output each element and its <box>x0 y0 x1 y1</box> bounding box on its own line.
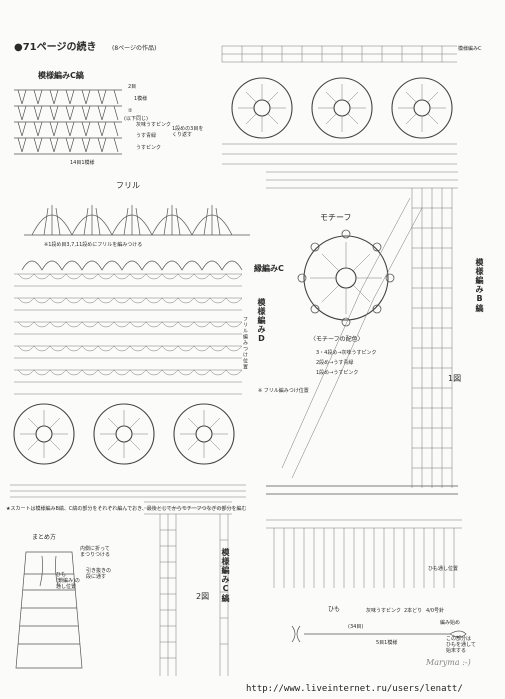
cord-length: (34目) <box>348 624 364 630</box>
cord-strands: 2本どり <box>404 608 423 614</box>
page-subtitle: (8ページの作品) <box>112 45 157 52</box>
string-position-label: ひも通し位置 <box>428 566 459 572</box>
pattern-c-row-note-0: 灰味うすピンク <box>136 122 172 128</box>
pattern-c-legend-0: 2目 <box>128 84 137 90</box>
pattern-c-repeat-note: 1段めの3目を くり返す <box>172 126 204 138</box>
pattern-c-chart <box>14 89 122 155</box>
cord-diagram <box>291 625 467 643</box>
matome-note-0: 内側に折って まつりつける <box>80 546 111 558</box>
figure2-label: 2図 <box>196 592 210 601</box>
frill-note: ※1段め目3,7,11段めにフリルを編みつける <box>44 242 143 248</box>
pattern-c-legend-1: 1模様 <box>134 96 148 102</box>
pattern-c-stitch-count: 14目1模様 <box>70 160 95 166</box>
figure1-label: 1図 <box>448 374 462 383</box>
motif-title: モチーフ <box>320 213 352 222</box>
left-bottom-band <box>10 484 246 498</box>
cord-side-note: この部分は ひもを通して 始末する <box>446 636 476 654</box>
fringe-chart <box>266 519 462 588</box>
cord-color: 灰味うすピンク <box>366 608 402 614</box>
pattern-c-stripe-chart <box>144 501 232 676</box>
edge-c-label: 縁編みC <box>254 264 284 273</box>
pattern-c-stripe-label: 模様編みC縞 <box>221 548 230 603</box>
matome-title: まとめ方 <box>32 534 57 541</box>
pattern-b-label: 模様編みB縞 <box>475 258 484 313</box>
cord-count: 5目1模様 <box>376 640 398 646</box>
pattern-c-row-note-1: うす青緑 <box>136 133 157 139</box>
bottom-note: ★スカートは模様編みB縞、C縞の部分をそれぞれ編んでおき、最後とじてからモチーフ… <box>6 506 247 512</box>
frill-title: フリル <box>116 181 140 190</box>
motif-color-row-1: 2段め→うす青緑 <box>316 360 354 366</box>
pattern-b-chart <box>266 171 458 495</box>
watermark: Maryma :-) <box>426 658 471 667</box>
top-motif-strip <box>221 45 457 165</box>
cord-title: ひも <box>328 606 341 613</box>
motif-color-title: 〈モチーフの配色〉 <box>310 336 364 343</box>
pattern-c-legend-2: ② <box>128 108 133 114</box>
cord-start: 編み始め <box>440 620 461 626</box>
frill-position-note: ※ フリル編みつけ位置 <box>258 388 309 394</box>
source-url: http://www.liveinternet.ru/users/lenatt/ <box>246 684 463 694</box>
pattern-d-label: 模様編みD <box>257 298 266 344</box>
left-motif-row <box>13 403 235 465</box>
motif-diagram <box>297 229 395 327</box>
frill-chart <box>24 205 250 236</box>
frill-position-label: フリル編みつけ位置 <box>242 316 248 370</box>
pattern-c-row-note-2: うすピンク <box>136 145 162 151</box>
cord-hook: 4/0号針 <box>426 608 445 614</box>
motif-color-row-0: 3・4段め→灰味うすピンク <box>316 350 377 356</box>
skirt-illustration <box>15 551 83 669</box>
pattern-d-chart <box>14 260 243 395</box>
page-title: ●71ページの続き <box>14 42 97 53</box>
pattern-c-legend-3: (以下同じ) <box>124 116 148 122</box>
matome-note-2: 引き抜きの 段に通す <box>86 568 112 580</box>
motif-color-row-2: 1段め→うすピンク <box>316 370 359 376</box>
matome-note-1: ひも (鎖編み)の 通し位置 <box>56 572 80 590</box>
pattern-c-title: 模様編みC縞 <box>38 71 84 80</box>
top-note: 模様編みC <box>458 46 482 52</box>
